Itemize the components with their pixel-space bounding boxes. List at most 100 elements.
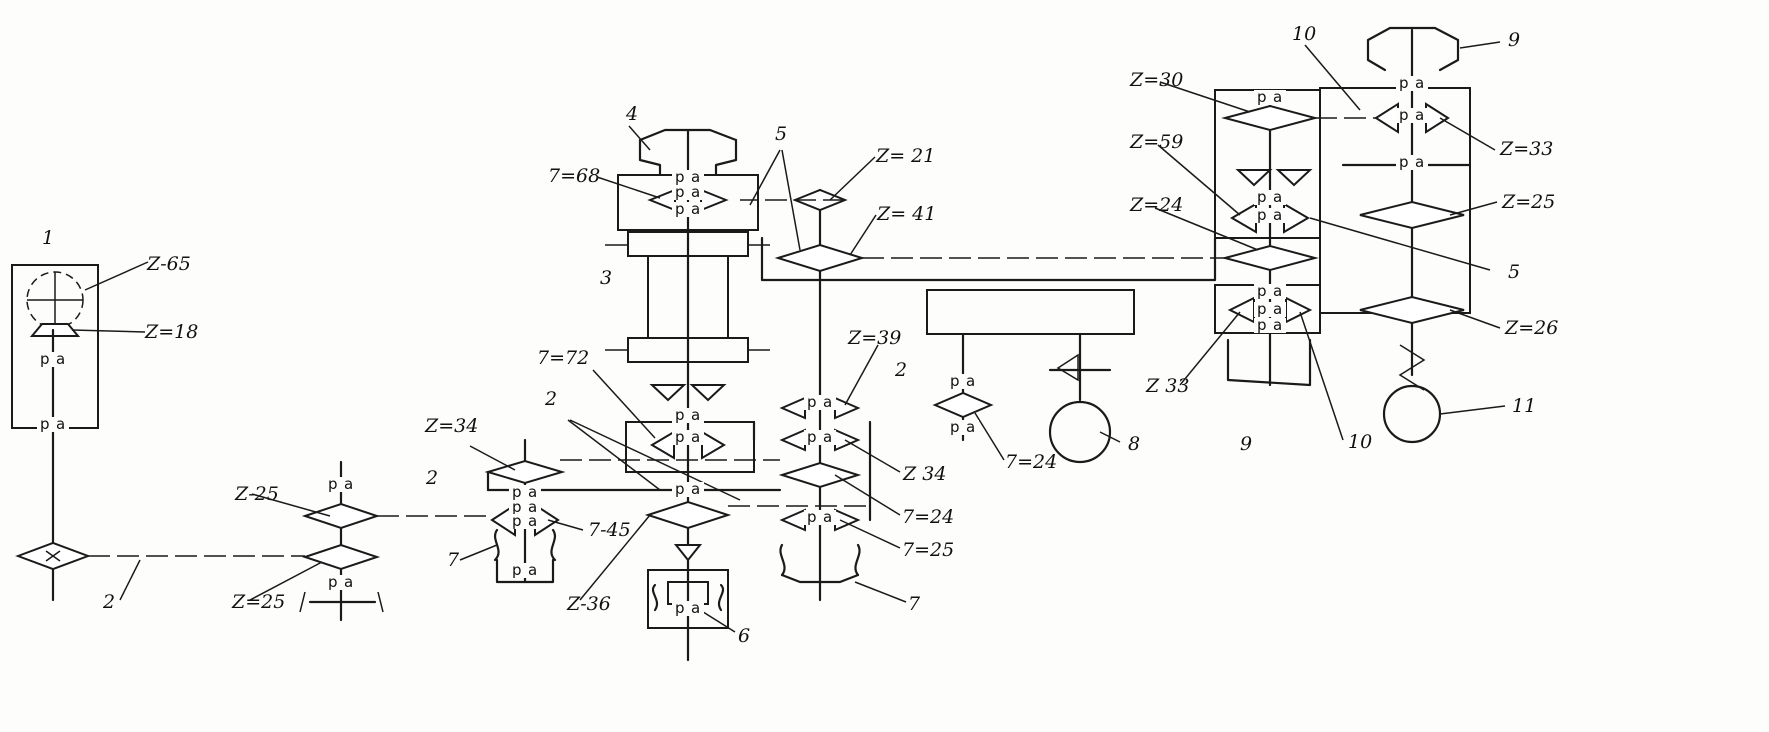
motor-unit-8 <box>926 289 1135 464</box>
label-l2d: 2 <box>894 359 907 381</box>
bearing-a-mark: a <box>528 483 537 501</box>
bearing-a-mark: a <box>1415 153 1424 171</box>
bearing-a-mark: a <box>691 183 700 201</box>
label-z59: Z=59 <box>1129 131 1183 153</box>
label-l9a: 9 <box>1240 433 1252 455</box>
label-l1: 1 <box>42 227 54 249</box>
leader-line <box>1159 81 1251 113</box>
label-z41: Z= 41 <box>876 203 936 225</box>
leader-line <box>1439 405 1506 415</box>
label-z33a: Z 33 <box>1145 375 1189 397</box>
right-gearbox-right-shaft <box>1319 26 1472 444</box>
leader-line <box>749 149 781 206</box>
label-l10a: 10 <box>1348 431 1372 453</box>
leader-line <box>459 544 498 561</box>
bearing-a-mark: a <box>823 508 832 526</box>
label-l8: 8 <box>1128 433 1140 455</box>
motor-unit-1 <box>11 264 99 602</box>
leader-line <box>829 156 876 201</box>
label-z25b: Z=25 <box>231 591 285 613</box>
bearing-p-mark: p <box>807 428 817 446</box>
bearing-a-mark: a <box>528 512 537 530</box>
leader-line <box>249 561 323 601</box>
label-l7b: 7 <box>908 593 921 615</box>
label-z24b: 7=24 <box>1005 451 1057 473</box>
bearing-p-mark: p <box>675 406 685 424</box>
leader-line <box>84 261 149 291</box>
bearing-a-mark: a <box>691 200 700 218</box>
bearing-a-mark: a <box>344 475 353 493</box>
label-l7a: 7 <box>447 549 460 571</box>
bearing-p-mark: p <box>512 561 522 579</box>
bearing-p-mark: p <box>1399 153 1409 171</box>
leader-line <box>1099 431 1121 443</box>
bearing-p-mark: p <box>675 480 685 498</box>
bearing-p-mark: p <box>675 168 685 186</box>
label-z25c: 7=25 <box>902 539 954 561</box>
bearing-a-mark: a <box>691 599 700 617</box>
leader-line <box>251 493 331 517</box>
leader-line <box>1309 217 1491 271</box>
label-l2a: 2 <box>102 591 115 613</box>
bearing-a-mark: a <box>691 428 700 446</box>
bearing-a-mark: a <box>691 406 700 424</box>
label-z24a: 7=24 <box>902 506 954 528</box>
label-l3: 3 <box>600 267 612 289</box>
leader-line <box>567 419 661 491</box>
leader-line <box>1299 311 1344 441</box>
label-z34b: Z 34 <box>902 463 946 485</box>
leader-line <box>119 559 141 601</box>
bearing-p-mark: p <box>1257 206 1267 224</box>
bearing-a-mark: a <box>1273 300 1282 318</box>
bearing-p-mark: p <box>512 483 522 501</box>
bearing-p-mark: p <box>807 393 817 411</box>
leader-line <box>547 519 584 531</box>
label-z39: Z=39 <box>847 327 901 349</box>
bearing-a-mark: a <box>691 480 700 498</box>
label-z18: Z=18 <box>144 321 198 343</box>
leader-line <box>974 412 1005 461</box>
leader-line <box>569 419 741 501</box>
bearing-p-mark: p <box>1257 282 1267 300</box>
bearing-p-mark: p <box>1257 188 1267 206</box>
label-l10b: 10 <box>1292 23 1316 45</box>
label-z25d: Z=25 <box>1501 191 1555 213</box>
leader-line <box>1304 44 1361 111</box>
bearing-a-mark: a <box>56 350 65 368</box>
bearing-p-mark: p <box>512 512 522 530</box>
label-z21: Z= 21 <box>875 145 935 167</box>
bearing-p-mark: p <box>675 183 685 201</box>
leader-line <box>854 581 907 603</box>
leader-line <box>469 445 516 471</box>
bearing-p-mark: p <box>40 350 50 368</box>
leader-line <box>592 369 656 439</box>
leader-line <box>1439 117 1496 151</box>
bearing-a-mark: a <box>823 393 832 411</box>
bearing-a-mark: a <box>528 498 537 516</box>
leader-line <box>1459 41 1501 49</box>
bearing-p-mark: p <box>1399 106 1409 124</box>
bearing-a-mark: a <box>1415 106 1424 124</box>
bearing-a-mark: a <box>344 573 353 591</box>
label-l11: 11 <box>1512 395 1536 417</box>
label-z33b: Z=33 <box>1499 138 1553 160</box>
bearing-p-mark: p <box>675 599 685 617</box>
label-l5b: 5 <box>1508 261 1520 283</box>
label-z24c: Z=24 <box>1129 194 1183 216</box>
bearing-p-mark: p <box>1257 316 1267 334</box>
leader-line <box>1179 311 1241 386</box>
leader-line <box>844 439 901 473</box>
label-z26: Z=26 <box>1504 317 1558 339</box>
label-z68: 7=68 <box>548 165 600 187</box>
bearing-p-mark: p <box>40 415 50 433</box>
bearing-a-mark: a <box>691 168 700 186</box>
label-z25a: Z-25 <box>234 483 279 505</box>
bearing-a-mark: a <box>1273 282 1282 300</box>
bearing-a-mark: a <box>823 428 832 446</box>
leader-line <box>1154 207 1259 251</box>
leader-line <box>596 176 661 199</box>
leader-line <box>844 344 879 406</box>
bearing-p-mark: p <box>950 418 960 436</box>
